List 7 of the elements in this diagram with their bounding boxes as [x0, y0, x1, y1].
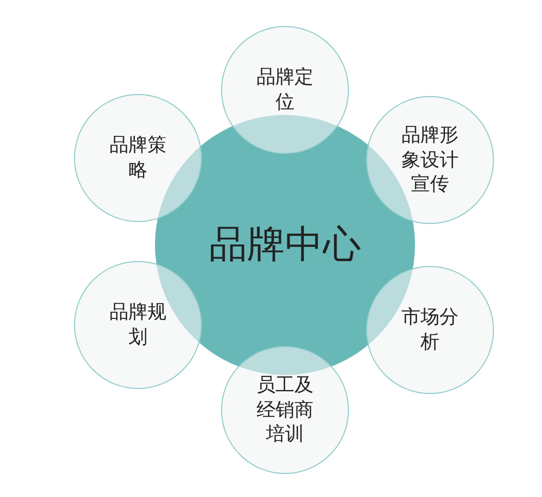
- circle-label: 员工及经销商培训: [256, 372, 314, 448]
- circle-label: 品牌形象设计宣传: [400, 122, 460, 198]
- circle-label: 品牌策略: [108, 133, 168, 183]
- circle-label: 品牌规划: [108, 300, 168, 350]
- circle-label: 市场分析: [400, 305, 460, 355]
- circle-label: 品牌定位: [256, 65, 314, 115]
- circle-label: 品牌中心: [209, 221, 361, 268]
